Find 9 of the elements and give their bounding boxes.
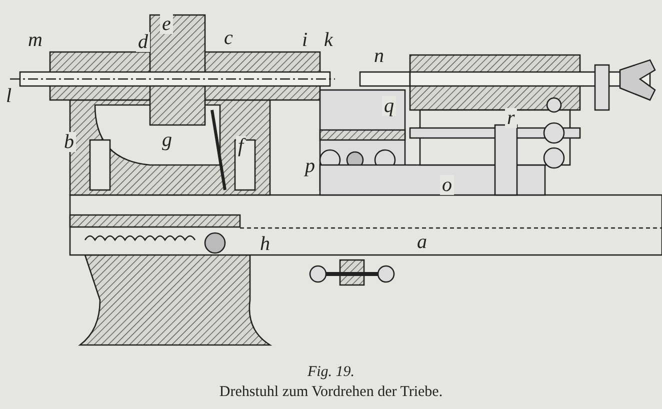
part-letter: d — [136, 32, 150, 52]
part-letter: o — [440, 175, 454, 195]
part-letter: r — [505, 108, 517, 128]
part-letter: q — [382, 96, 396, 116]
figure-caption: Drehstuhl zum Vordrehen der Triebe. — [218, 384, 444, 401]
figure-number: Fig. 19. — [306, 364, 356, 381]
part-letter: e — [160, 14, 173, 34]
part-letter: f — [236, 136, 246, 156]
part-letter: b — [62, 132, 76, 152]
